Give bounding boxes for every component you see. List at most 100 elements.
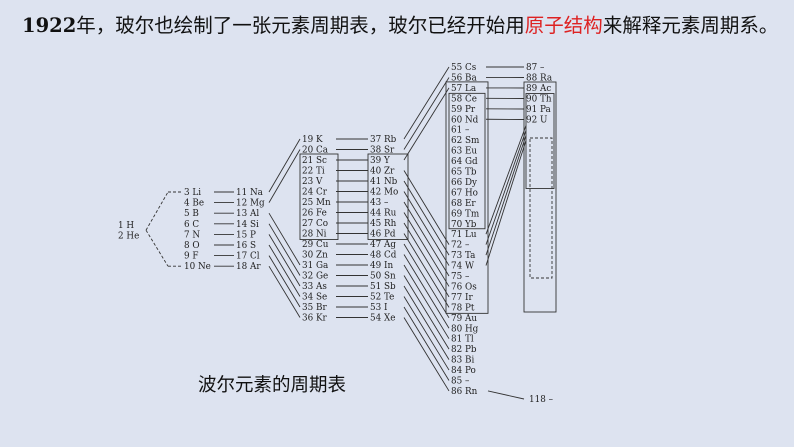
element-87: 87 – (526, 63, 545, 73)
element-92-u: 92 U (526, 116, 548, 126)
element-86-rn: 86 Rn (451, 387, 478, 397)
connector-16 (268, 234, 301, 287)
element-34-se: 34 Se (302, 293, 327, 303)
element-59-pr: 59 Pr (451, 105, 476, 115)
element-47-ag: 47 Ag (370, 240, 396, 250)
element-76-os: 76 Os (451, 282, 477, 292)
element-63-eu: 63 Eu (451, 147, 477, 157)
element-5-b: 5 B (184, 209, 199, 219)
box-period7-main (523, 81, 557, 313)
element-32-ge: 32 Ge (302, 272, 328, 282)
element-29-cu: 29 Cu (302, 240, 329, 250)
element-85: 85 – (451, 377, 470, 387)
connector-50 (403, 264, 450, 339)
connector-18 (268, 255, 301, 308)
element-25-mn: 25 Mn (302, 198, 331, 208)
element-70-yb: 70 Yb (451, 220, 477, 230)
element-50-sn: 50 Sn (370, 272, 396, 282)
connector-51 (403, 275, 450, 350)
element-37-rb: 37 Rb (370, 135, 397, 145)
connector-54 (403, 306, 450, 381)
connector-15 (268, 223, 301, 276)
element-45-rh: 45 Rh (370, 219, 397, 229)
element-55-cs: 55 Cs (451, 63, 477, 73)
element-43: 43 – (370, 198, 389, 208)
connector-13 (268, 149, 301, 203)
element-118: 118 – (529, 395, 554, 405)
connector-64 (485, 135, 527, 256)
connector-49 (403, 254, 450, 329)
element-77-ir: 77 Ir (451, 293, 473, 303)
element-39-y: 39 Y (370, 156, 390, 166)
element-82-pb: 82 Pb (451, 345, 477, 355)
element-26-fe: 26 Fe (302, 209, 327, 219)
connector-45 (403, 212, 450, 287)
element-83-bi: 83 Bi (451, 356, 474, 366)
element-75: 75 – (451, 272, 470, 282)
element-30-zn: 30 Zn (302, 251, 328, 261)
element-1-h: 1 H (118, 221, 134, 231)
element-12-mg: 12 Mg (236, 199, 265, 209)
element-7-n: 7 N (184, 230, 200, 240)
heading-text-1: 年，玻尔也绘制了一张元素周期表，玻尔已经开始用 (76, 14, 525, 37)
heading-highlight: 原子结构 (524, 14, 603, 37)
connector-44 (403, 201, 450, 277)
element-17-cl: 17 Cl (236, 252, 260, 262)
element-73-ta: 73 Ta (451, 251, 475, 261)
element-24-cr: 24 Cr (302, 188, 328, 198)
box-actinides (525, 93, 555, 189)
connector-47 (403, 233, 450, 308)
element-54-xe: 54 Xe (370, 314, 395, 324)
element-72: 72 – (451, 241, 470, 251)
element-65-tb: 65 Tb (451, 168, 477, 178)
element-60-nd: 60 Nd (451, 115, 479, 125)
element-38-sr: 38 Sr (370, 146, 395, 156)
connector-12 (268, 138, 301, 193)
element-23-v: 23 V (302, 177, 323, 187)
element-52-te: 52 Te (370, 293, 394, 303)
connector-19 (268, 265, 301, 318)
box-period6-main (445, 81, 489, 314)
element-84-po: 84 Po (451, 366, 476, 376)
connector-1 (145, 229, 169, 267)
element-15-p: 15 P (236, 230, 256, 240)
slide-heading: 1922年，玻尔也绘制了一张元素周期表，玻尔已经开始用原子结构来解释元素周期系。 (22, 10, 782, 41)
diagram-caption: 波尔元素的周期表 (198, 375, 347, 396)
element-9-f: 9 F (184, 252, 199, 262)
element-49-in: 49 In (370, 261, 393, 271)
element-4-be: 4 Be (184, 199, 204, 209)
element-35-br: 35 Br (302, 303, 327, 313)
element-80-hg: 80 Hg (451, 324, 479, 334)
box-period5-transition (367, 153, 409, 240)
element-53-i: 53 I (370, 303, 387, 313)
element-46-pd: 46 Pd (370, 230, 396, 240)
element-69-tm: 69 Tm (451, 209, 480, 219)
element-11-na: 11 Na (236, 188, 263, 198)
connector-17 (268, 244, 301, 297)
element-61: 61 – (451, 126, 470, 136)
element-14-si: 14 Si (236, 220, 259, 230)
element-10-ne: 10 Ne (184, 262, 211, 272)
group-boxes (299, 81, 557, 314)
element-89-ac: 89 Ac (526, 84, 551, 94)
element-44-ru: 44 Ru (370, 209, 397, 219)
connector-43 (403, 191, 450, 266)
box-period4-transition (299, 153, 339, 240)
connector-40 (403, 87, 450, 161)
connector-0 (145, 191, 169, 231)
connector-52 (403, 285, 450, 360)
element-78-pt: 78 Pt (451, 303, 475, 313)
element-90-th: 90 Th (526, 95, 552, 105)
element-6-c: 6 C (184, 220, 199, 230)
element-21-sc: 21 Sc (302, 156, 327, 166)
element-62-sm: 62 Sm (451, 136, 480, 146)
heading-year: 1922 (22, 14, 77, 37)
element-19-k: 19 K (302, 135, 323, 145)
element-56-ba: 56 Ba (451, 73, 477, 83)
element-41-nb: 41 Nb (370, 177, 398, 187)
heading-text-2: 来解释元素周期系。 (602, 14, 779, 37)
box-period7-dashed (529, 137, 553, 279)
connector-66 (487, 390, 525, 400)
